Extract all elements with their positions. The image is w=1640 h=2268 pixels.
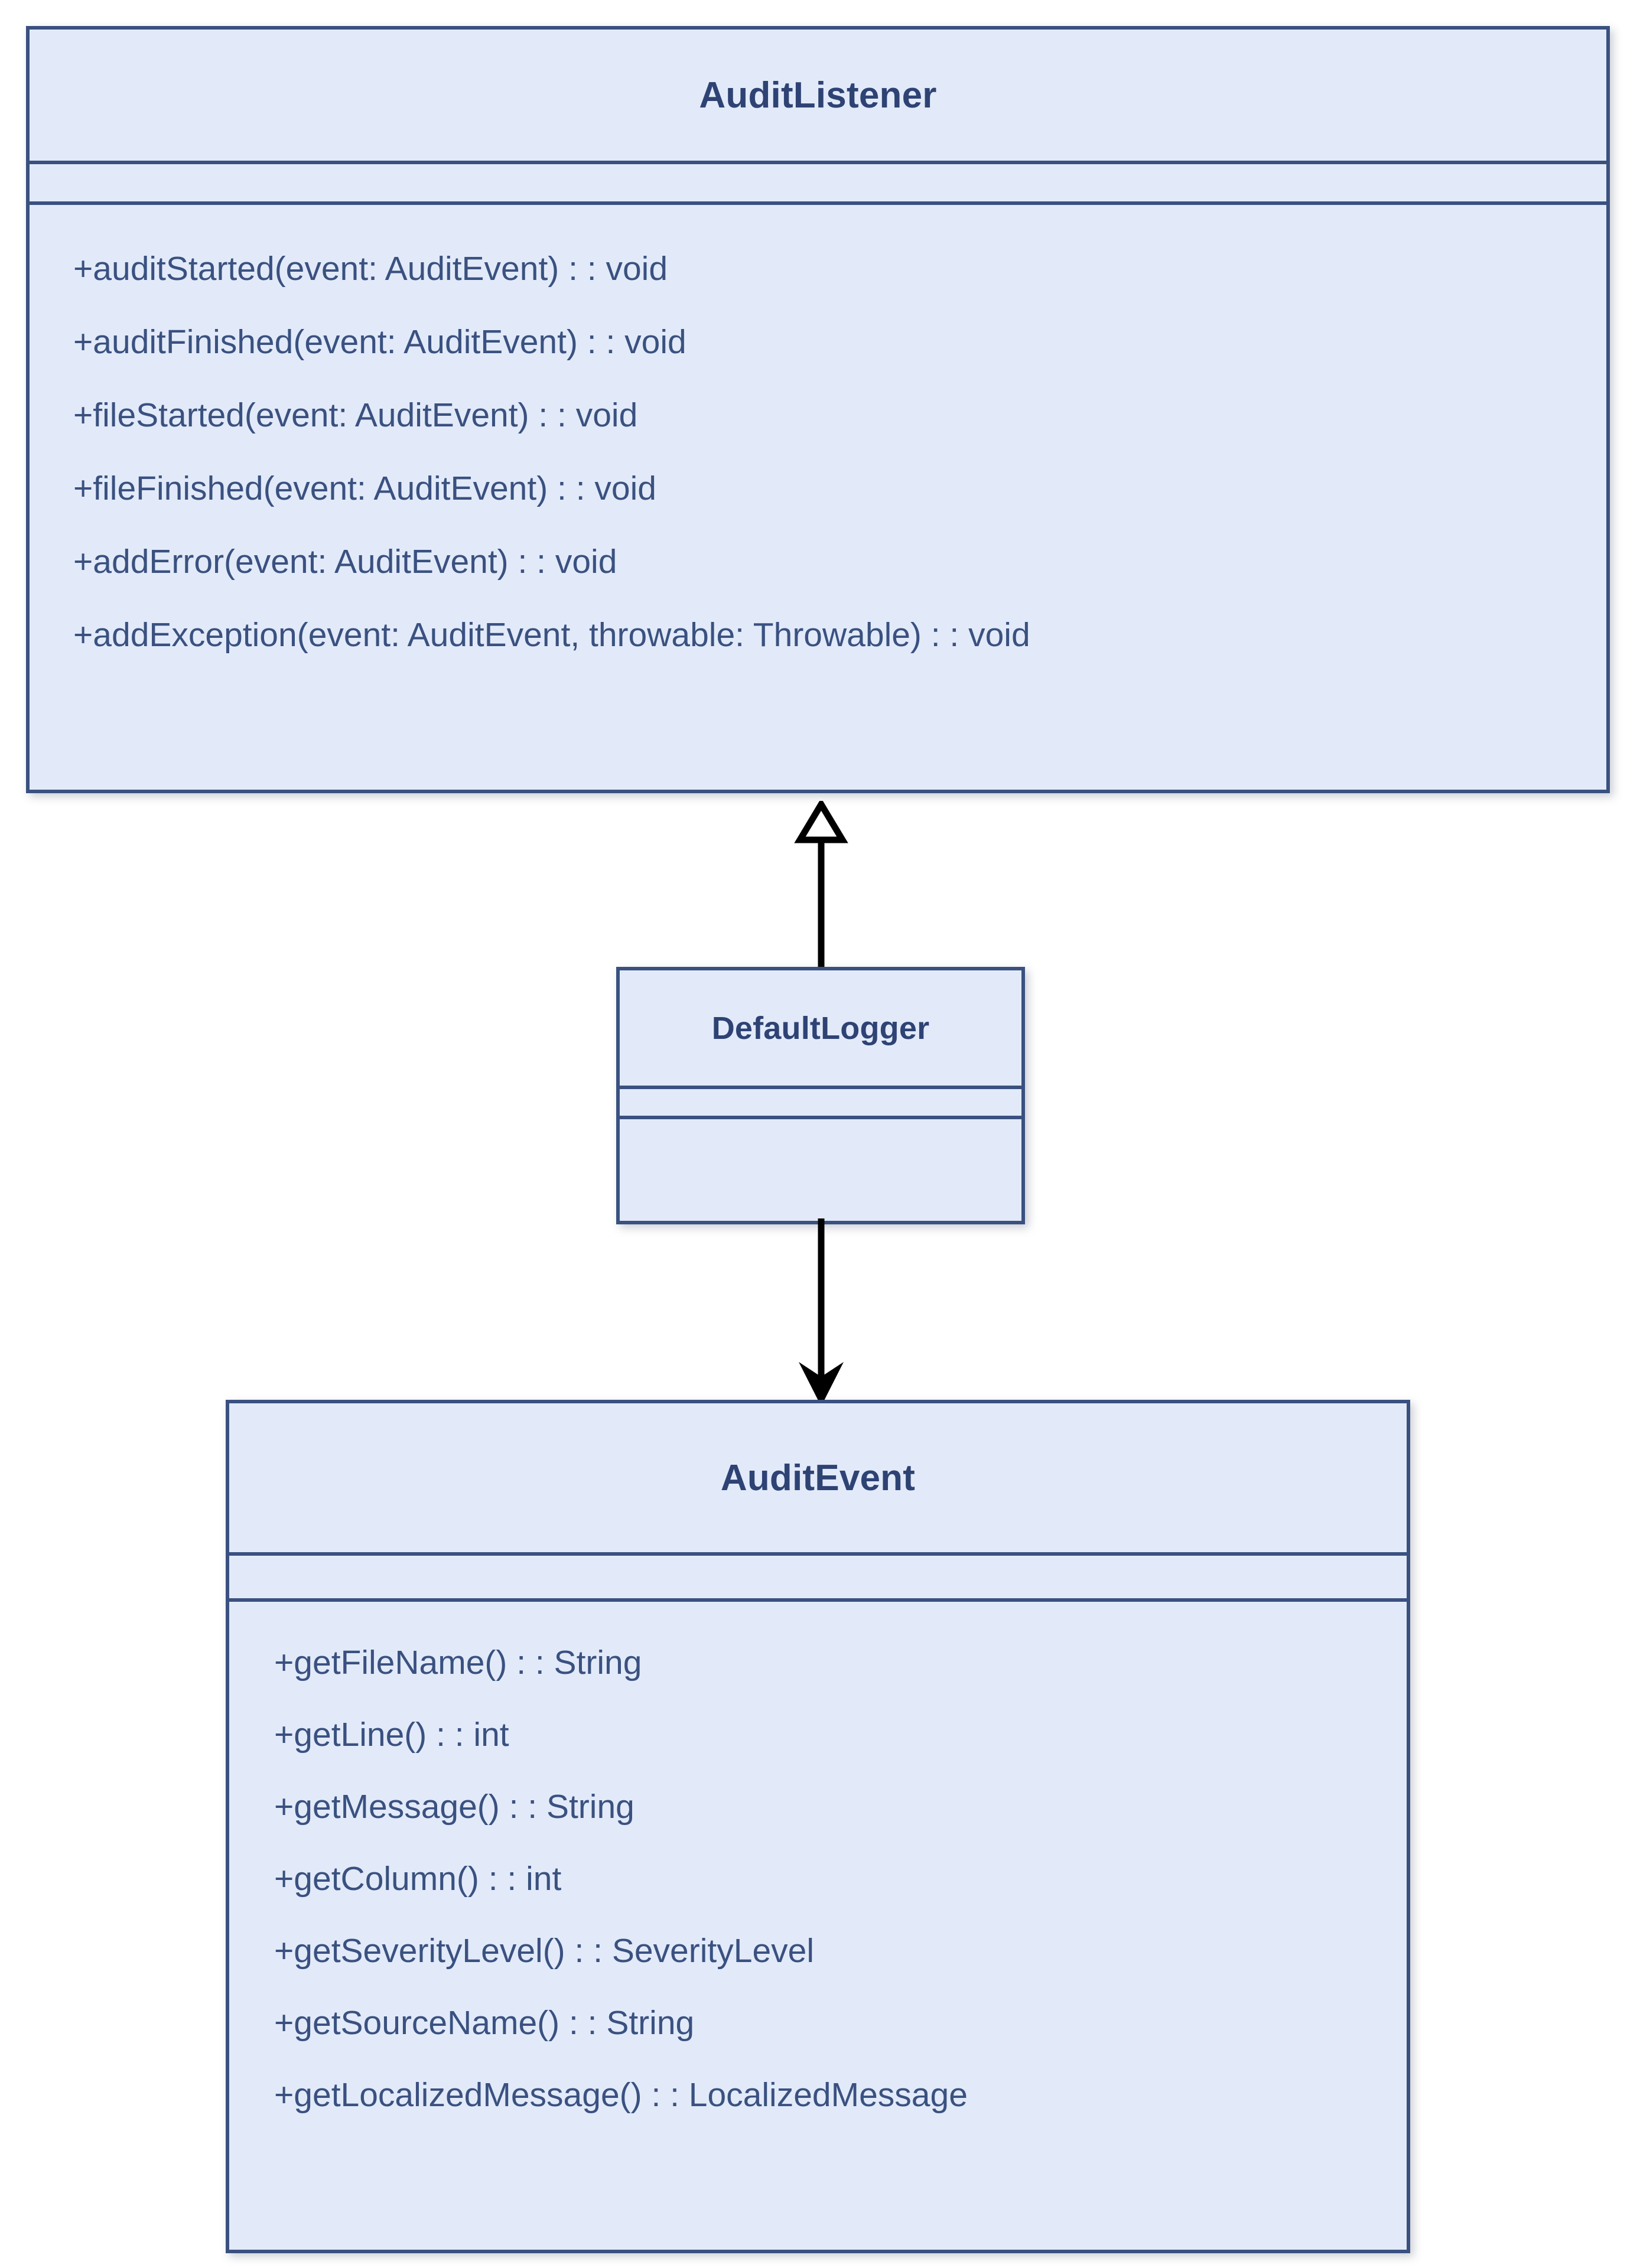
- class-method: +addException(event: AuditEvent, throwab…: [73, 616, 1030, 654]
- class-method: +auditFinished(event: AuditEvent) : : vo…: [73, 323, 686, 361]
- class-method: +getFileName() : : String: [274, 1644, 642, 1682]
- class-method: +fileStarted(event: AuditEvent) : : void: [73, 396, 638, 434]
- class-method: +getMessage() : : String: [274, 1788, 634, 1826]
- uml-class-auditevent[interactable]: AuditEvent +getFileName() : : String +ge…: [226, 1400, 1410, 2253]
- class-method: +getLine() : : int: [274, 1716, 509, 1754]
- class-method: +getLocalizedMessage() : : LocalizedMess…: [274, 2076, 968, 2114]
- class-attributes-auditevent: [229, 1552, 1407, 1598]
- class-methods-auditlistener: +auditStarted(event: AuditEvent) : : voi…: [30, 201, 1606, 786]
- class-title-defaultlogger: DefaultLogger: [711, 1010, 930, 1046]
- class-method: +getSourceName() : : String: [274, 2004, 695, 2042]
- class-attributes-defaultlogger: [620, 1086, 1021, 1116]
- class-method: +addError(event: AuditEvent) : : void: [73, 543, 617, 581]
- class-method: +getSeverityLevel() : : SeverityLevel: [274, 1932, 815, 1970]
- class-methods-auditevent: +getFileName() : : String +getLine() : :…: [229, 1598, 1407, 2250]
- uml-class-auditlistener[interactable]: AuditListener +auditStarted(event: Audit…: [26, 26, 1610, 793]
- connector-dependency-defaultlogger-to-auditevent: [799, 1218, 844, 1406]
- class-attributes-auditlistener: [30, 161, 1606, 201]
- class-title-auditlistener: AuditListener: [699, 74, 937, 116]
- class-method: +getColumn() : : int: [274, 1860, 562, 1898]
- class-title-auditevent: AuditEvent: [720, 1457, 916, 1498]
- uml-class-defaultlogger[interactable]: DefaultLogger: [616, 967, 1025, 1224]
- class-method: +auditStarted(event: AuditEvent) : : voi…: [73, 250, 668, 288]
- connector-realization-defaultlogger-to-auditlistener: [794, 801, 848, 972]
- class-methods-defaultlogger: [620, 1116, 1021, 1217]
- class-method: +fileFinished(event: AuditEvent) : : voi…: [73, 470, 656, 507]
